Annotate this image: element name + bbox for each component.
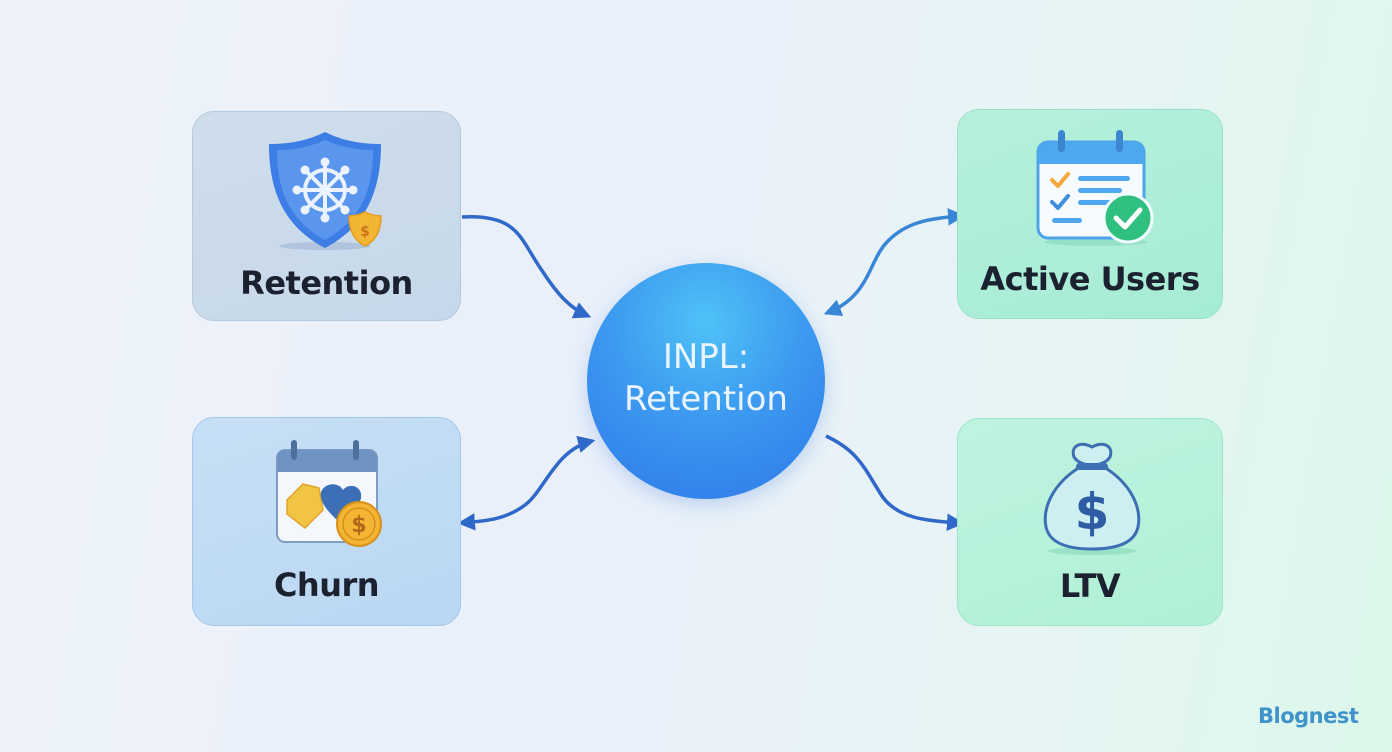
calendar-checklist-icon (1036, 130, 1154, 246)
center-node: INPL: Retention (587, 263, 825, 499)
arrow-center-to-ltv (825, 434, 965, 531)
node-active-users: Active Users (957, 109, 1223, 319)
node-churn: $ Churn (192, 417, 461, 626)
node-retention: $ Retention (192, 111, 461, 321)
node-churn-label: Churn (273, 566, 380, 604)
brand-watermark: Blognest (1258, 704, 1359, 728)
calendar-coin-icon: $ (276, 440, 382, 547)
node-active-users-label: Active Users (980, 260, 1200, 298)
money-bag-icon: $ (1043, 442, 1141, 555)
node-ltv-label: LTV (1059, 567, 1121, 605)
svg-text:$: $ (360, 224, 370, 240)
svg-text:$: $ (1075, 483, 1110, 541)
node-ltv: $ LTV (957, 418, 1223, 626)
center-node-title: INPL: (662, 337, 750, 377)
svg-text:$: $ (351, 513, 366, 538)
node-retention-label: Retention (240, 264, 413, 302)
arrow-retention-to-center (461, 215, 592, 319)
center-node-subtitle: Retention (624, 379, 788, 419)
arrow-center-churn (457, 435, 596, 531)
shield-icon: $ (269, 132, 382, 250)
arrow-center-active-users (823, 208, 966, 316)
